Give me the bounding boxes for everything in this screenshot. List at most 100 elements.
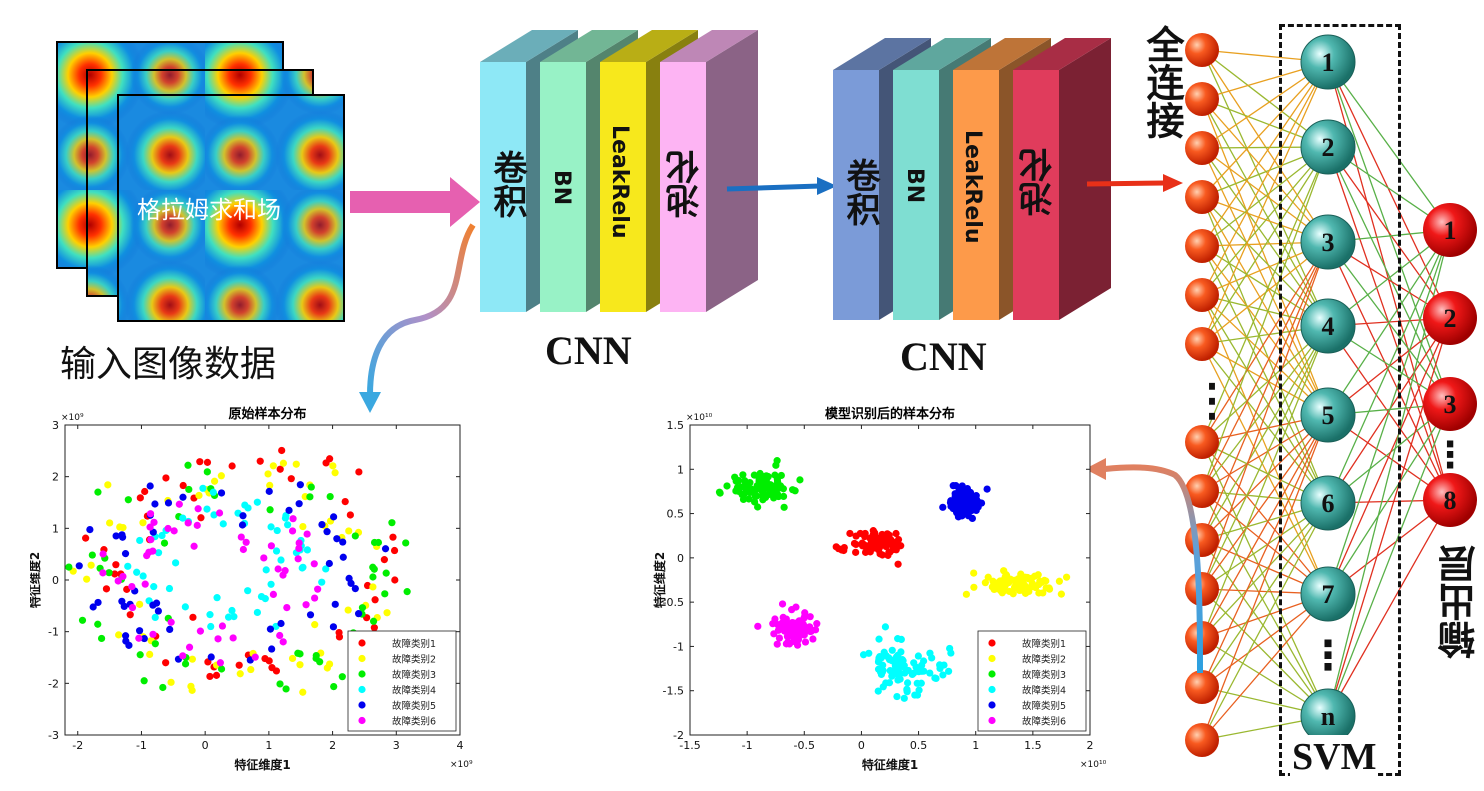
conv-layer-label: 卷积	[840, 158, 880, 226]
data-point	[295, 544, 303, 553]
data-point	[209, 488, 217, 496]
y-tick-label: 0.5	[667, 508, 685, 521]
data-point	[244, 587, 252, 595]
y-tick-label: -0.5	[663, 596, 684, 609]
data-point	[136, 600, 144, 608]
data-point	[190, 542, 198, 550]
data-point	[995, 581, 1004, 589]
svm-node	[1300, 298, 1356, 354]
data-point	[936, 664, 944, 673]
series-1	[832, 527, 905, 568]
svm-ellipsis: ⋮	[1308, 633, 1348, 679]
data-point	[167, 618, 175, 626]
data-point	[325, 559, 333, 568]
data-point	[196, 458, 204, 466]
data-point	[314, 585, 322, 593]
data-point	[794, 618, 802, 626]
data-point	[276, 631, 284, 640]
data-point	[303, 546, 311, 554]
x-tick-label: 0.5	[910, 739, 928, 752]
data-point	[294, 555, 302, 563]
data-point	[389, 533, 397, 541]
x-tick-label: -1.5	[679, 739, 700, 752]
data-point	[758, 472, 766, 480]
data-point	[391, 576, 399, 584]
data-point	[114, 577, 122, 585]
data-point	[1001, 573, 1009, 581]
data-point	[217, 489, 226, 497]
data-point	[82, 534, 90, 542]
data-point	[288, 654, 297, 663]
data-point	[160, 539, 169, 547]
data-point	[303, 530, 311, 538]
data-point	[146, 510, 155, 518]
data-point	[285, 506, 293, 514]
data-point	[774, 492, 783, 501]
y-tick-label: -2	[673, 729, 684, 742]
data-point	[860, 541, 868, 549]
data-point	[136, 536, 144, 545]
svm-node	[1300, 566, 1356, 622]
svm-node	[1300, 387, 1356, 443]
x-exponent: ×10⁹	[450, 760, 473, 770]
cnn-label-2: CNN	[900, 334, 987, 379]
data-point	[151, 500, 159, 508]
fc-node	[1185, 229, 1219, 263]
data-point	[266, 506, 274, 514]
image-layer-front	[117, 94, 345, 322]
data-point	[228, 606, 236, 615]
input-overlay-text: 格拉姆求和场	[137, 196, 281, 224]
data-point	[792, 603, 800, 611]
x-tick-label: -2	[72, 739, 83, 752]
data-point	[1021, 584, 1030, 592]
y-axis-label: 特征维度2	[652, 552, 667, 608]
data-point	[904, 666, 912, 675]
data-point	[296, 661, 304, 669]
data-point	[307, 483, 315, 491]
data-point	[272, 547, 281, 555]
data-point	[194, 505, 202, 513]
data-point	[809, 635, 817, 643]
x-tick-label: 3	[393, 739, 400, 752]
x-tick-label: 1.5	[1024, 739, 1042, 752]
data-point	[998, 587, 1006, 595]
data-point	[119, 523, 127, 532]
y-tick-label: -3	[48, 729, 59, 742]
data-point	[207, 622, 215, 631]
data-point	[193, 521, 201, 529]
data-point	[783, 621, 791, 629]
data-point	[112, 561, 120, 569]
data-point	[868, 542, 876, 550]
fc-node	[1185, 723, 1219, 757]
cnn-block-2: 卷积 BN LeakRelu 池化	[828, 38, 1128, 338]
data-point	[783, 627, 791, 635]
data-point	[318, 578, 326, 586]
data-point	[903, 688, 911, 696]
data-point	[893, 692, 901, 701]
cnn-layer-block-4	[1013, 38, 1111, 320]
legend-entry: 故障类别2	[392, 654, 436, 666]
svm-node-label: 7	[1322, 580, 1335, 609]
data-point	[945, 667, 953, 675]
data-point	[981, 579, 989, 587]
data-point	[388, 519, 396, 527]
data-point	[262, 566, 270, 574]
data-point	[326, 492, 334, 501]
data-point	[381, 590, 389, 598]
data-point	[1009, 590, 1017, 598]
data-point	[834, 545, 843, 553]
data-point	[811, 626, 820, 634]
data-point	[239, 545, 247, 554]
cnn-layer-block-4	[660, 30, 758, 312]
data-point	[260, 554, 268, 562]
data-point	[288, 527, 297, 535]
data-point	[276, 680, 284, 688]
data-point	[840, 544, 848, 552]
data-point	[154, 549, 163, 557]
data-point	[146, 650, 154, 659]
data-point	[861, 532, 869, 541]
data-point	[216, 659, 224, 667]
data-point	[1062, 573, 1071, 581]
data-point	[1017, 570, 1025, 578]
data-point	[238, 521, 247, 529]
